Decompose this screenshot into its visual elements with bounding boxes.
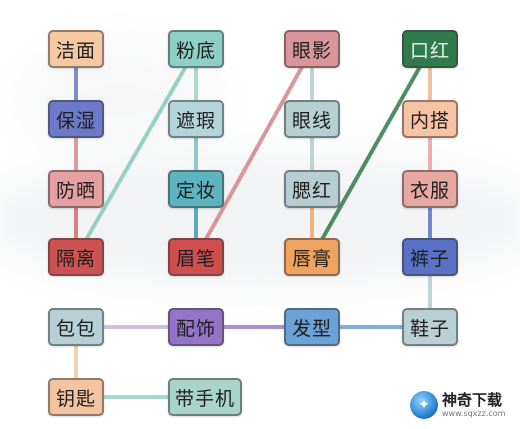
tile-geli[interactable]: 隔离	[48, 238, 104, 276]
tile-yaoshi[interactable]: 钥匙	[48, 378, 104, 416]
tile-meibi[interactable]: 眉笔	[168, 238, 224, 276]
site-logo: ✦ 神奇下载 www.sqxzz.com	[410, 388, 516, 422]
tile-faxing[interactable]: 发型	[284, 308, 340, 346]
logo-text: 神奇下载 www.sqxzz.com	[442, 390, 506, 418]
tile-neida[interactable]: 内搭	[402, 100, 458, 138]
tile-dingzhuang[interactable]: 定妆	[168, 170, 224, 208]
tile-saihong[interactable]: 腮红	[284, 170, 340, 208]
tile-baoshi[interactable]: 保湿	[48, 100, 104, 138]
tile-chungao[interactable]: 唇膏	[284, 238, 340, 276]
link-meibi-yanying	[194, 47, 314, 259]
logo-icon: ✦	[410, 391, 438, 419]
logo-url: www.sqxzz.com	[442, 408, 506, 418]
tile-zhexia[interactable]: 遮瑕	[168, 100, 224, 138]
tile-kouhong[interactable]: 口红	[402, 30, 458, 68]
tile-fangshai[interactable]: 防晒	[48, 170, 104, 208]
tile-fendi[interactable]: 粉底	[168, 30, 224, 68]
logo-name: 神奇下载	[442, 390, 503, 409]
link-geli-fendi	[74, 47, 198, 259]
tile-daishouji[interactable]: 带手机	[168, 378, 242, 416]
tile-peishi[interactable]: 配饰	[168, 308, 224, 346]
tile-yanxian[interactable]: 眼线	[284, 100, 340, 138]
tile-kuzi[interactable]: 裤子	[402, 238, 458, 276]
tile-baobao[interactable]: 包包	[48, 308, 104, 346]
tile-jiemian[interactable]: 洁面	[48, 30, 104, 68]
tile-yanying[interactable]: 眼影	[284, 30, 340, 68]
tile-xiezi[interactable]: 鞋子	[402, 308, 458, 346]
link-chungao-kouhong	[310, 47, 432, 259]
tile-yifu[interactable]: 衣服	[402, 170, 458, 208]
